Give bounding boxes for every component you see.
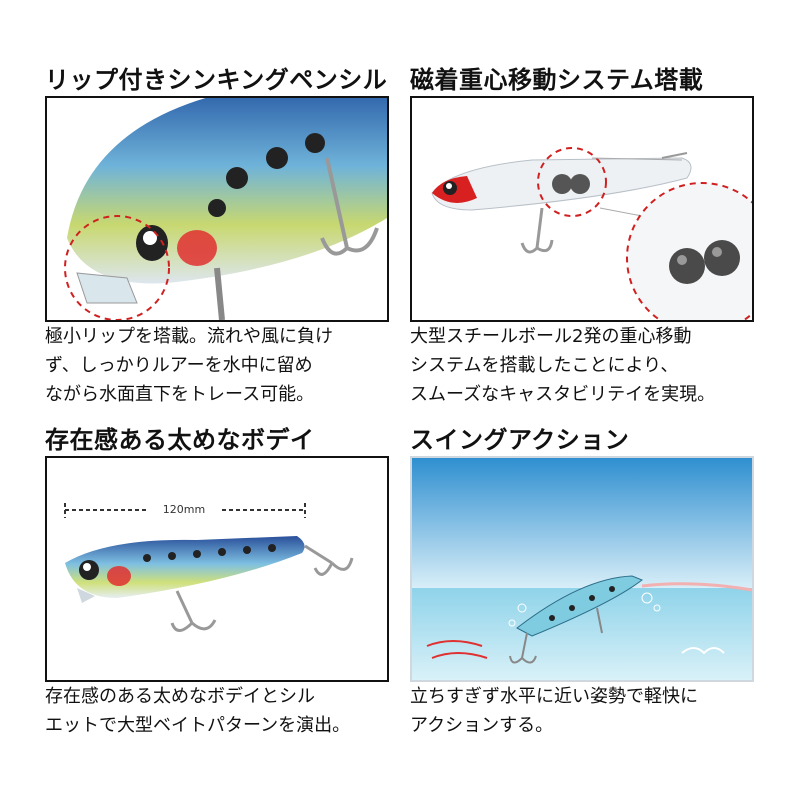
- panel-title: リップ付きシンキングペンシル: [45, 66, 388, 94]
- lure-size-image: 120mm: [45, 456, 389, 682]
- lure-closeup-image: [45, 96, 389, 322]
- lure-action-image: [410, 456, 754, 682]
- panel-title: スイングアクション: [410, 426, 630, 454]
- panel-title: 存在感ある太めなボデイ: [45, 426, 315, 454]
- panel-description: 極小リップを塔載。流れや風に負け ず、しっかりルアーを水中に留め ながら水面直下…: [45, 326, 333, 405]
- size-label: 120mm: [163, 503, 205, 516]
- panel-description: 存在感のある太めなボデイとシル エットで大型ベイトパターンを演出。: [45, 686, 351, 736]
- panel-description: 大型スチールボール2発の重心移動 システムを搭載したことにより、 スムーズなキャ…: [410, 326, 716, 405]
- lure-xray-image: [410, 96, 754, 322]
- panel-title: 磁着重心移動システム塔載: [410, 66, 704, 94]
- panel-description: 立ちすぎず水平に近い姿勢で軽快に アクションする。: [410, 686, 698, 736]
